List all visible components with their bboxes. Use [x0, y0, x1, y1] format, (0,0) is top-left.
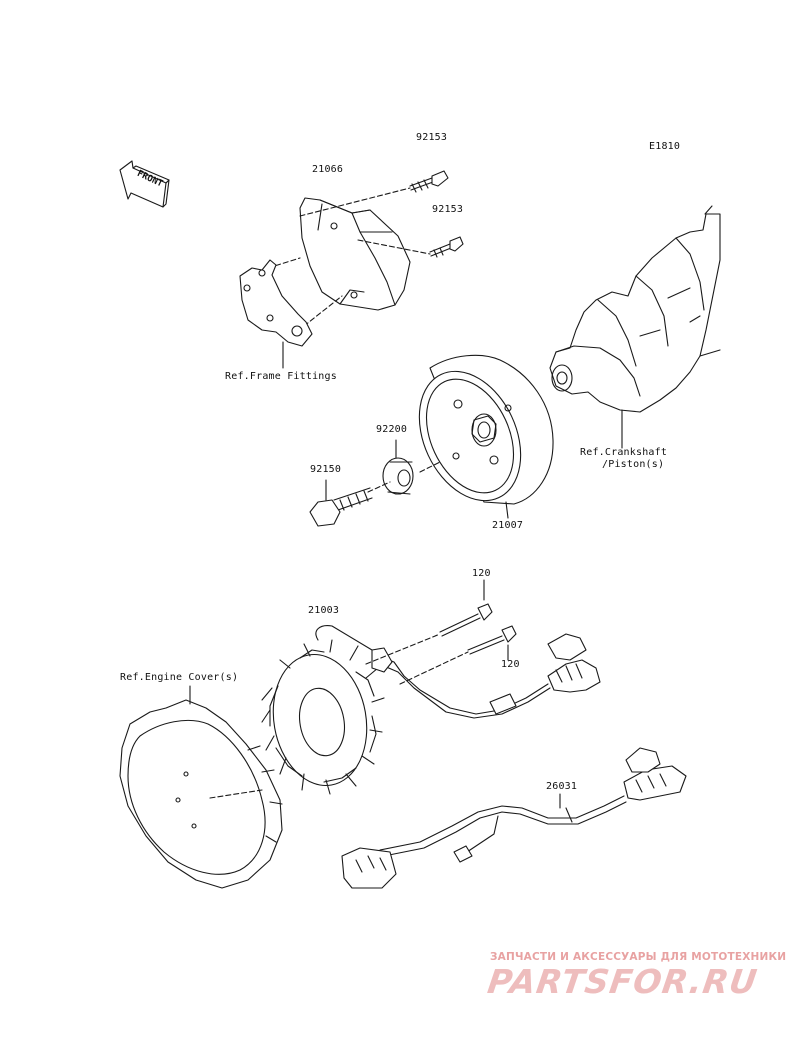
ref-frame-fittings-label: Ref.Frame Fittings — [225, 371, 337, 382]
part-label-21066: 21066 — [312, 164, 344, 175]
bolt-92153-upper — [409, 170, 449, 193]
front-arrow-icon: FRONT — [119, 160, 170, 208]
watermark-tagline: ЗАПЧАСТИ И АКСЕССУАРЫ ДЛЯ МОТОТЕХНИКИ — [490, 951, 787, 963]
part-label-26031: 26031 — [546, 781, 578, 792]
watermark-brand: PARTSFOR.RU — [485, 962, 761, 1001]
bolt-92153-lower — [429, 236, 464, 258]
bolt-120-upper — [439, 603, 493, 637]
part-label-21007: 21007 — [492, 520, 524, 531]
part-label-92150: 92150 — [310, 464, 342, 475]
part-label-120-upper: 120 — [472, 568, 491, 579]
flywheel-rotor — [418, 354, 554, 505]
part-label-92153-lower: 92153 — [432, 204, 464, 215]
bolt-120-lower — [467, 625, 517, 655]
crankshaft — [549, 205, 721, 413]
ref-crankshaft-label: Ref.Crankshaft — [580, 447, 668, 458]
part-label-92153-upper: 92153 — [416, 132, 448, 143]
mounting-bracket — [239, 259, 313, 347]
regulator-rectifier — [299, 197, 411, 311]
part-label-120-lower: 120 — [501, 659, 520, 670]
engine-cover — [119, 699, 283, 889]
part-label-92200: 92200 — [376, 424, 408, 435]
bolt-92150 — [309, 487, 373, 527]
ref-piston-label: /Piston(s) — [602, 459, 665, 470]
ref-engine-cover-label: Ref.Engine Cover(s) — [120, 672, 239, 683]
stator-wire-harness — [371, 633, 601, 719]
washer-92200 — [382, 457, 414, 495]
part-label-21003: 21003 — [308, 605, 340, 616]
stator-coil — [261, 625, 385, 795]
wire-harness-26031 — [341, 747, 687, 889]
diagram-code: E1810 — [649, 141, 681, 152]
